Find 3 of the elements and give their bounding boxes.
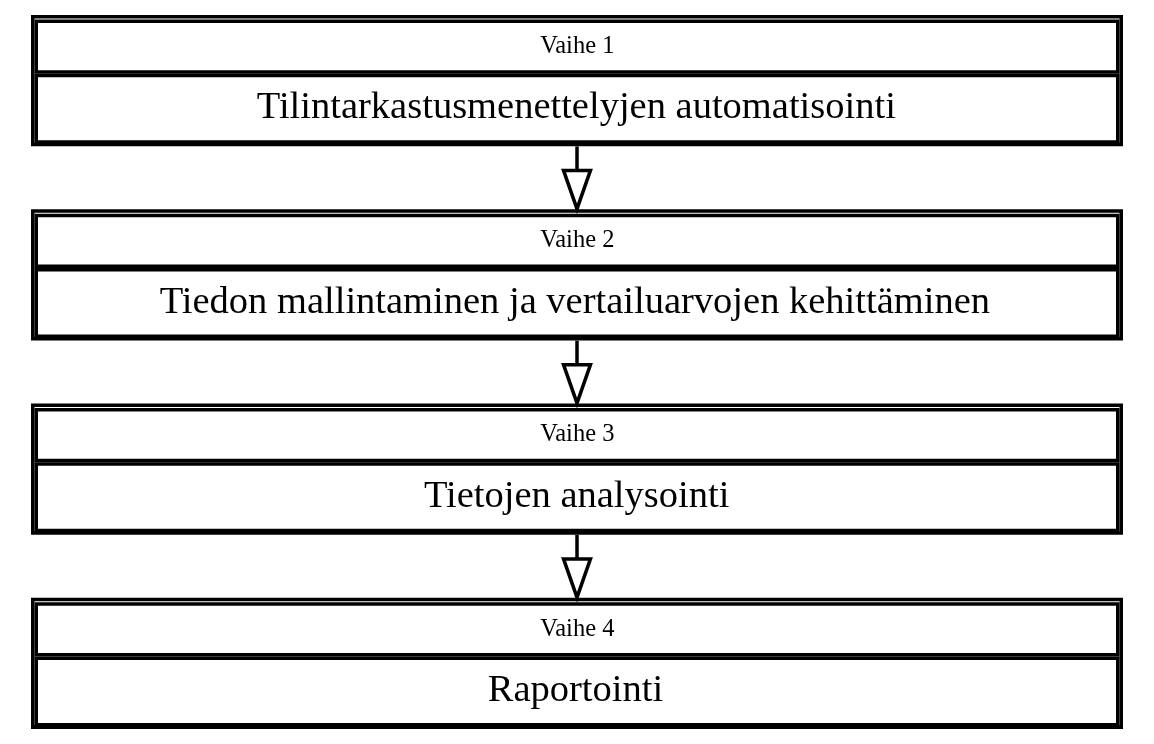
arrow: [561, 534, 593, 603]
arrow: [561, 146, 593, 215]
arrow: [561, 340, 593, 409]
